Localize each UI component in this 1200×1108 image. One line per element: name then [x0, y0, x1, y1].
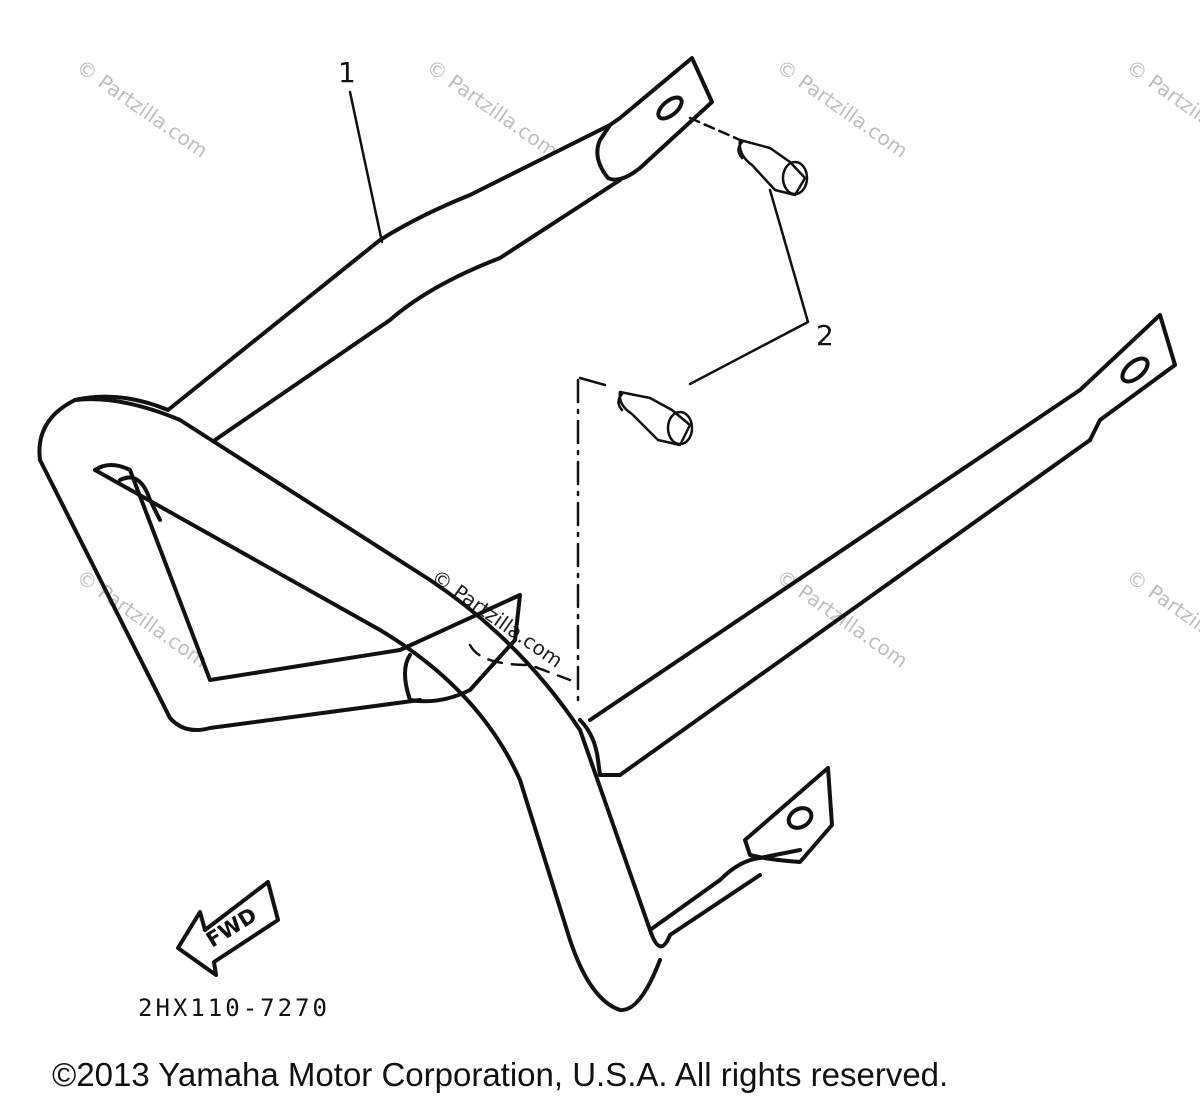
guide-line-hidden: [468, 643, 572, 682]
watermark: © Partzilla.com: [72, 564, 212, 672]
mount-hole: [786, 806, 814, 830]
bolt-lower: [617, 390, 694, 447]
upper-left-mount: [595, 56, 714, 182]
hoop-shading: [118, 475, 162, 522]
upper-arm-bottom-edge: [213, 178, 622, 442]
lower-mount-tube: [648, 848, 802, 932]
hoop-inner: [93, 463, 402, 682]
fwd-arrow: FWD: [176, 880, 280, 977]
watermark: © Partzilla.com: [772, 54, 912, 162]
mount-hole: [656, 95, 684, 121]
center-tube: [398, 593, 522, 704]
upper-arm-top-edge: [166, 123, 612, 412]
guide-line-lower: [578, 376, 607, 387]
watermark: © Partzilla.com: [72, 54, 212, 162]
watermark: © Partzilla.com: [427, 564, 567, 672]
lower-mount-tube-2: [668, 873, 762, 937]
right-arm-bottom: [618, 438, 1092, 777]
copyright-notice: ©2013 Yamaha Motor Corporation, U.S.A. A…: [52, 1056, 948, 1093]
diagram-code: 2HX110-7270: [138, 994, 330, 1022]
callout-1-label: 1: [338, 56, 356, 89]
right-arm-joint: [578, 718, 622, 777]
right-arm-top: [588, 388, 1082, 722]
callout-1: 1: [338, 56, 384, 244]
lower-mount-flange: [743, 766, 834, 864]
mount-hole: [1120, 356, 1150, 384]
callout-2-label: 2: [816, 319, 834, 352]
bolt-upper: [737, 138, 809, 197]
watermark: © Partzilla.com: [1122, 54, 1200, 162]
guide-line-upper: [688, 116, 742, 142]
callout-2-leader-a: [768, 188, 810, 324]
hoop-main-top: [73, 397, 672, 949]
watermark: © Partzilla.com: [1122, 564, 1200, 672]
guard-frame: [37, 56, 1177, 1013]
upper-right-mount: [1078, 313, 1177, 442]
callout-2: 2: [468, 116, 834, 702]
hoop-outer: [37, 394, 422, 732]
callout-1-leader: [348, 90, 384, 244]
hoop-main-bottom: [93, 468, 662, 1013]
watermarks: © Partzilla.com © Partzilla.com © Partzi…: [72, 54, 1200, 672]
watermark: © Partzilla.com: [422, 54, 562, 162]
callout-2-leader-b: [688, 320, 810, 386]
